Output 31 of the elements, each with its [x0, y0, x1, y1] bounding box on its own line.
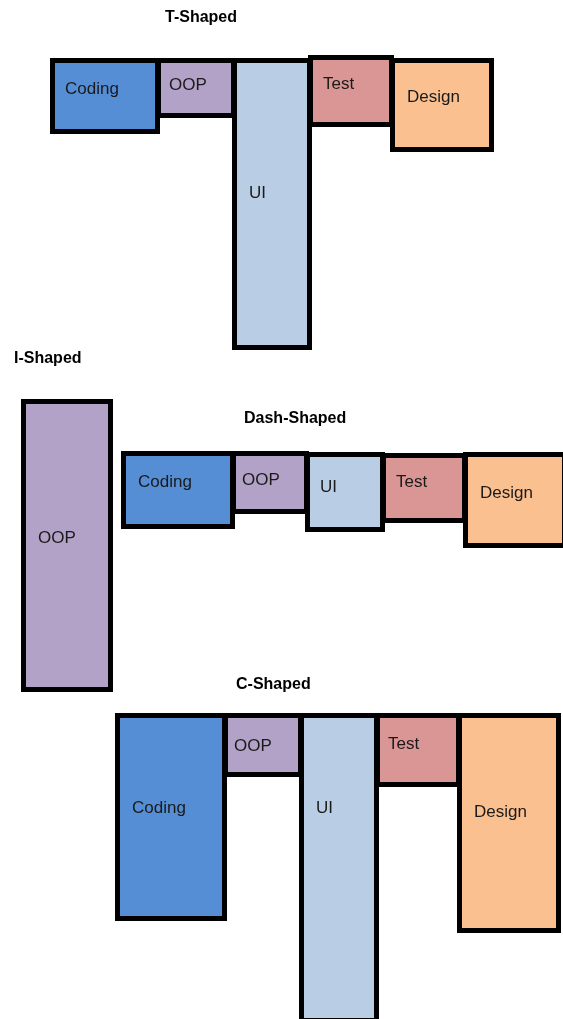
bar-label: OOP — [242, 470, 280, 490]
skill-bar — [21, 399, 113, 692]
skill-bar — [232, 58, 312, 350]
bar-label: UI — [316, 798, 333, 818]
bar-label: Design — [480, 483, 533, 503]
skill-bar — [463, 452, 563, 548]
bar-label: UI — [249, 183, 266, 203]
skill-bar — [50, 58, 160, 134]
skill-bar — [308, 55, 394, 127]
shape-heading: Dash-Shaped — [244, 409, 347, 427]
shape-heading: C-Shaped — [236, 675, 311, 693]
bar-label: Coding — [132, 798, 186, 818]
skill-bar — [390, 58, 494, 152]
skill-bar — [299, 713, 379, 1019]
bar-label: Coding — [65, 79, 119, 99]
bar-label: UI — [320, 477, 337, 497]
bar-label: OOP — [234, 736, 272, 756]
skill-bar — [115, 713, 227, 921]
bar-label: Design — [474, 802, 527, 822]
bar-label: Design — [407, 87, 460, 107]
bar-label: OOP — [38, 528, 76, 548]
shape-heading: I-Shaped — [14, 349, 82, 367]
skill-bar — [305, 452, 385, 532]
bar-label: Coding — [138, 472, 192, 492]
bar-label: Test — [323, 74, 355, 94]
skill-bar — [121, 451, 235, 529]
skill-bar — [457, 713, 561, 933]
bar-label: Test — [396, 472, 428, 492]
bar-label: OOP — [169, 75, 207, 95]
bar-label: Test — [388, 734, 420, 754]
shape-heading: T-Shaped — [165, 8, 237, 26]
